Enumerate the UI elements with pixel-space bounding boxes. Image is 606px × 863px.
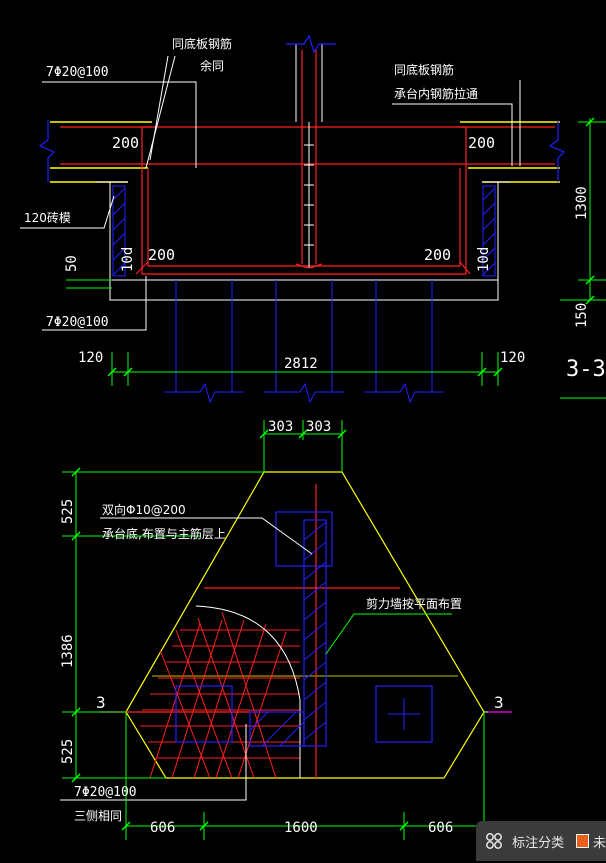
mesh-note-label: 双向Φ10@200 <box>102 502 186 517</box>
shear-wall-horizontal <box>249 711 305 747</box>
rebar-note-label: 7Φ20@100 <box>74 785 137 800</box>
brick-mold-left <box>112 185 126 277</box>
shear-wall-vertical <box>303 519 327 747</box>
pile-top <box>275 511 333 567</box>
rebar-note2-label: 三侧相同 <box>74 809 122 823</box>
rebar-top-left-label: 7Φ20@100 <box>46 65 109 80</box>
cut-mark-left: 3 <box>96 693 106 712</box>
category-more-label[interactable]: 未 <box>592 835 606 851</box>
note-left2-label: 余同 <box>200 58 224 73</box>
dim-606-right: 606 <box>428 820 453 836</box>
category-grid-icon[interactable] <box>485 831 503 851</box>
dim-1386: 1386 <box>60 634 76 668</box>
wall-note-label: 剪力墙按平面布置 <box>366 596 462 611</box>
brick-label: 120砖模 <box>24 210 71 225</box>
dim-50: 50 <box>64 255 80 272</box>
section-3-3: 7Φ20@100 同底板钢筋 余同 同底板钢筋 承台内钢筋拉通 200 200 … <box>20 34 606 404</box>
mesh-note2-label: 承台底,布置与主筋层上 <box>102 526 226 541</box>
cut-mark-right: 3 <box>494 693 504 712</box>
dim-303-a: 303 <box>268 419 293 435</box>
10d-left-label: 10d <box>120 247 136 272</box>
dim-606-left: 606 <box>150 820 175 836</box>
pile-cap-plan: 303 303 525 1386 525 双向Φ10@200 承台底,布置与主筋… <box>60 419 512 840</box>
pile-right <box>375 685 433 743</box>
dim-150: 150 <box>574 303 590 328</box>
dim-525-top: 525 <box>60 499 76 524</box>
dim-200-bl: 200 <box>148 246 175 264</box>
dim-200-tr: 200 <box>468 134 495 152</box>
dim-2812: 2812 <box>284 356 318 372</box>
rebar-bottom-left-label: 7Φ20@100 <box>46 315 109 330</box>
dim-200-br: 200 <box>424 246 451 264</box>
section-mark-label: 3-3 <box>566 357 606 382</box>
note-left-label: 同底板钢筋 <box>172 36 232 51</box>
brick-mold-right <box>482 185 496 277</box>
dim-120-right: 120 <box>500 350 525 366</box>
note-right-label: 同底板钢筋 <box>394 62 454 77</box>
10d-right-label: 10d <box>476 247 492 272</box>
category-color-swatch[interactable] <box>576 834 589 848</box>
dim-1600: 1600 <box>284 820 318 836</box>
annotation-category-bar[interactable]: 标注分类 未 <box>476 821 606 861</box>
dim-1300: 1300 <box>574 186 590 220</box>
pile-left <box>175 685 233 743</box>
dim-200-tl: 200 <box>112 134 139 152</box>
note-right2-label: 承台内钢筋拉通 <box>394 86 478 101</box>
dim-303-b: 303 <box>306 419 331 435</box>
annotation-category-label[interactable]: 标注分类 <box>512 835 565 851</box>
dim-120-left: 120 <box>78 350 103 366</box>
dim-525-bottom: 525 <box>60 739 76 764</box>
